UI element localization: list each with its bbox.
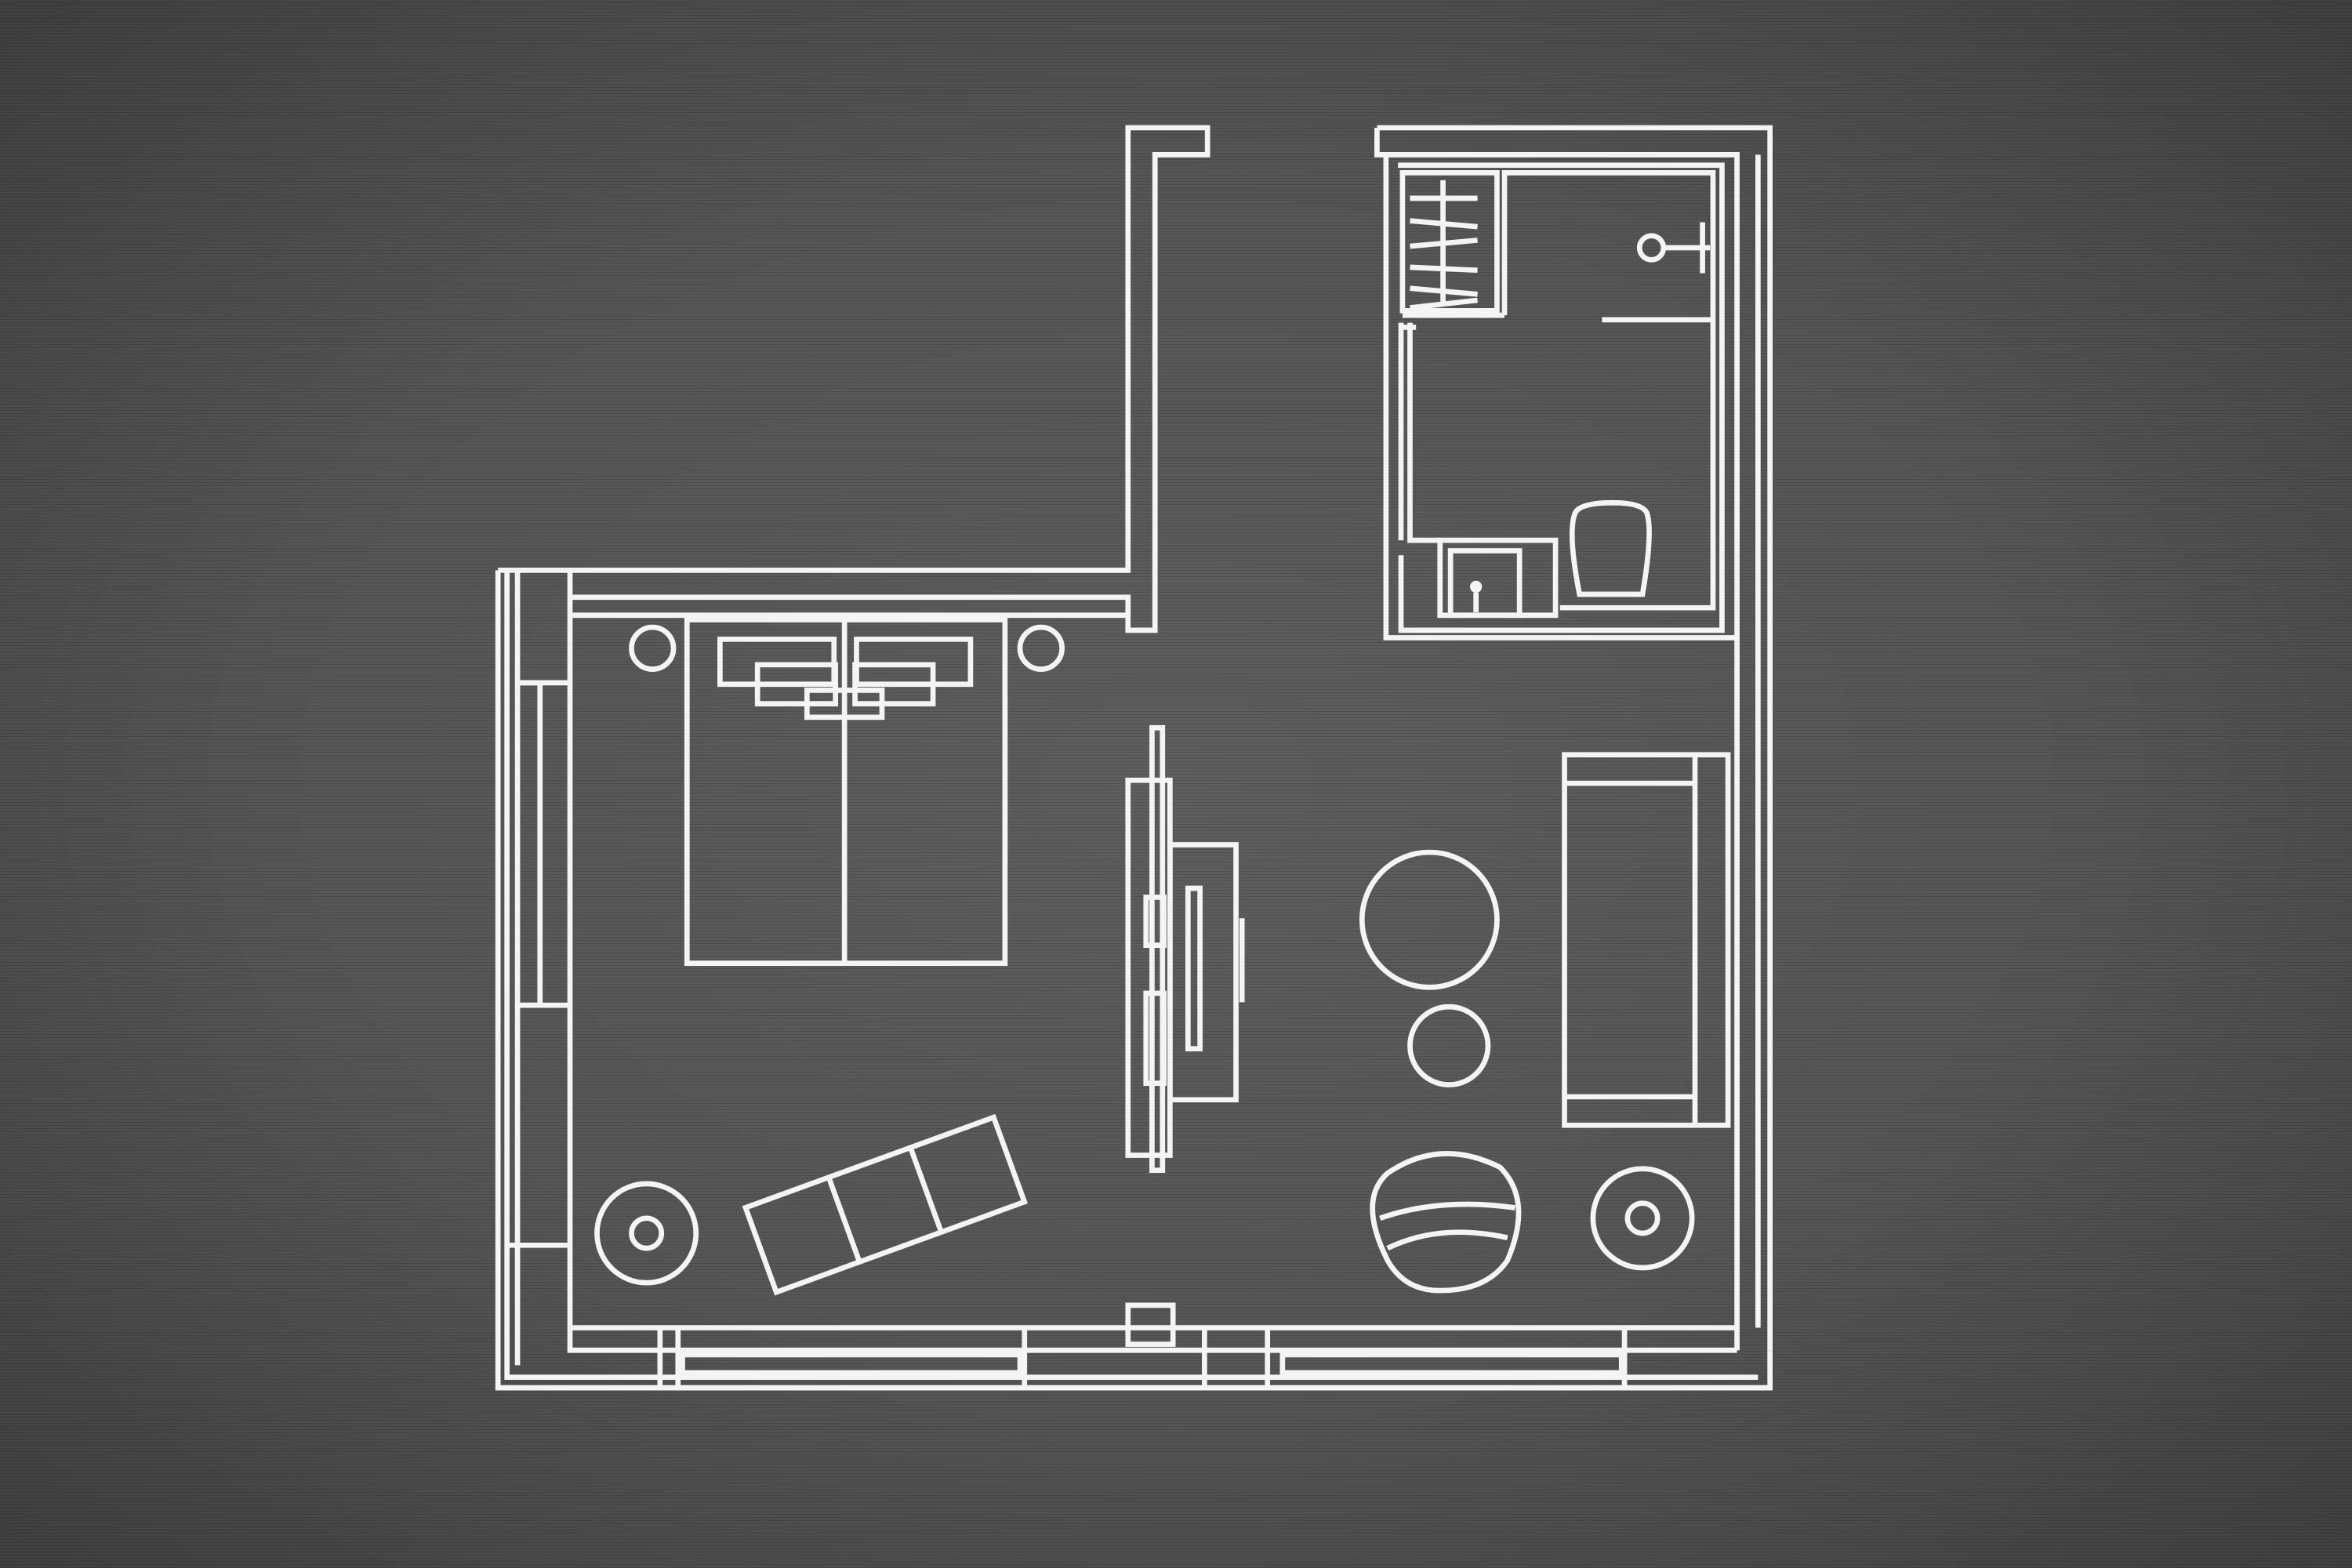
walls: [495, 125, 1773, 1391]
pillow: [854, 637, 974, 688]
pillow: [717, 637, 837, 688]
pillow: [852, 662, 936, 706]
sofa: [1562, 752, 1731, 1128]
double-bed: [684, 617, 1008, 966]
bench: [742, 1113, 1028, 1296]
toilet: [1569, 499, 1652, 597]
bathroom: [1398, 162, 1725, 633]
round-table: [1359, 849, 1500, 990]
window-left: [680, 1352, 1023, 1376]
stool: [1407, 1004, 1491, 1087]
window-right: [1279, 1352, 1624, 1376]
side-table-left: [594, 1181, 699, 1286]
side-table-right: [1590, 1166, 1695, 1271]
nightstand-right: [1017, 624, 1065, 672]
armchair: [1370, 1151, 1522, 1294]
tv-console: [1125, 724, 1245, 1174]
sink: [1447, 548, 1523, 619]
shower-head: [1636, 233, 1667, 263]
nightstand-left: [629, 624, 677, 672]
pillow: [804, 688, 885, 720]
wardrobe: [1399, 169, 1500, 314]
hangers: [1410, 180, 1478, 310]
pillow: [754, 662, 839, 706]
door-stop: [1125, 1302, 1176, 1347]
